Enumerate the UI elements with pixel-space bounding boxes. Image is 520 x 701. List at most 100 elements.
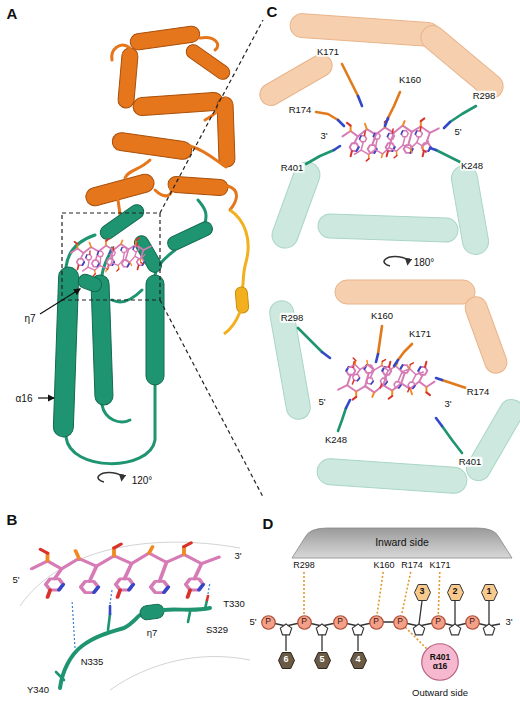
node-text: P — [301, 617, 307, 626]
phosphate-circle: P — [393, 615, 408, 630]
residue-label: K160 — [370, 311, 394, 321]
node-text: P — [435, 617, 441, 626]
structure-label: η7 — [147, 628, 158, 638]
phosphate-circle: P — [369, 615, 384, 630]
zoom-line — [160, 300, 263, 497]
rotation-icon — [384, 257, 408, 266]
phosphate-circle-outline — [369, 615, 384, 630]
end-label: 3' — [319, 131, 328, 141]
end-label: 5' — [317, 397, 326, 407]
residue-label: R298 — [280, 313, 305, 323]
base-hexagon: 4 — [350, 652, 367, 669]
residue-label: K171 — [427, 560, 452, 572]
node-text: R174 — [401, 561, 423, 571]
base-hexagon: 2 — [447, 584, 464, 601]
phosphate-circle-outline — [393, 615, 408, 630]
node-text: Inward side — [375, 537, 429, 549]
phosphate-circle: P — [465, 615, 480, 630]
node-text: 5 — [319, 655, 324, 665]
zoom-box — [62, 213, 160, 300]
green-domain — [53, 202, 215, 437]
residue-label: Y340 — [27, 685, 49, 695]
phosphate-circle-outline — [431, 615, 446, 630]
interaction-line — [377, 572, 383, 615]
protein-chain — [164, 608, 210, 610]
base-hexagon: 1 — [481, 584, 498, 601]
interaction-line — [405, 627, 426, 648]
node-text: P — [469, 617, 475, 626]
interaction-line — [402, 572, 411, 615]
node-text: 6 — [283, 655, 288, 665]
structure-label: α16 — [16, 393, 33, 404]
residue-label: R174 — [466, 387, 491, 397]
node-text: α16 — [433, 662, 448, 671]
structure-label: η7 — [24, 313, 35, 324]
residue-label: K160 — [398, 75, 422, 85]
phosphate-circle: P — [261, 615, 276, 630]
linker — [224, 210, 249, 334]
phosphate-circle: P — [431, 615, 446, 630]
node-text: 3 — [419, 587, 424, 597]
residue-label: R174 — [288, 105, 313, 115]
base-hexagon-outline — [481, 584, 498, 601]
pointer-arrow — [38, 397, 54, 398]
end-label: 5' — [12, 575, 19, 585]
base-hexagon-outline — [447, 584, 464, 601]
faded-helices — [256, 13, 520, 494]
zoom-line — [160, 20, 263, 213]
end-label: 3' — [234, 551, 241, 561]
orange-domain — [84, 25, 235, 208]
residue-label: N335 — [81, 657, 104, 667]
residue-label: K160 — [371, 560, 396, 572]
base-hexagon: 6 — [278, 652, 295, 669]
base-hexagon-outline — [278, 652, 295, 669]
residue-label: R401 — [458, 457, 483, 467]
rotation-label: 120° — [132, 475, 153, 486]
residue-label: R401 — [280, 163, 305, 173]
residue-label: R174 — [399, 560, 425, 572]
inward-band-outline — [292, 528, 512, 558]
node-text: P — [373, 617, 379, 626]
residue-circle: R401α16 — [421, 643, 459, 681]
end-label: 3' — [443, 399, 452, 409]
node-text: K160 — [373, 561, 394, 571]
phosphate-circle-outline — [261, 615, 276, 630]
pointer-arrow — [40, 289, 80, 314]
residue-label: T330 — [223, 599, 245, 609]
phosphate-circle: P — [333, 615, 348, 630]
base-hexagon-outline — [314, 652, 331, 669]
node-text: P — [397, 617, 403, 626]
interaction-line — [303, 572, 305, 615]
residue-label: S329 — [206, 625, 228, 635]
cartoon-outline — [20, 542, 250, 690]
base-hexagon-outline — [414, 584, 431, 601]
end-label: 5' — [249, 617, 256, 627]
phosphate-circle: P — [297, 615, 312, 630]
interaction-line — [438, 572, 440, 615]
base-hexagon-outline — [350, 652, 367, 669]
rotation-label: 180° — [414, 257, 435, 268]
residue-label: R298 — [291, 560, 317, 572]
residue-label: K248 — [324, 435, 348, 445]
phosphate-circle-outline — [297, 615, 312, 630]
end-label: 3' — [505, 617, 512, 627]
residue-label: K171 — [408, 329, 432, 339]
node-text: R401 — [430, 653, 450, 662]
panel-letter: B — [7, 512, 18, 529]
side-chains — [56, 596, 208, 680]
end-label: 5' — [453, 127, 462, 137]
helix — [139, 603, 165, 620]
panel-letter: A — [7, 6, 18, 23]
residue-label: K248 — [460, 161, 484, 171]
node-text: 4 — [355, 655, 360, 665]
node-text: R298 — [293, 561, 315, 571]
residue-label: K171 — [316, 47, 340, 57]
phosphate-circle-outline — [333, 615, 348, 630]
base-hexagon: 3 — [414, 584, 431, 601]
node-text: P — [265, 617, 271, 626]
node-text: P — [337, 617, 343, 626]
inward-band: Inward side — [292, 528, 512, 558]
residue-circle-outline — [421, 643, 459, 681]
